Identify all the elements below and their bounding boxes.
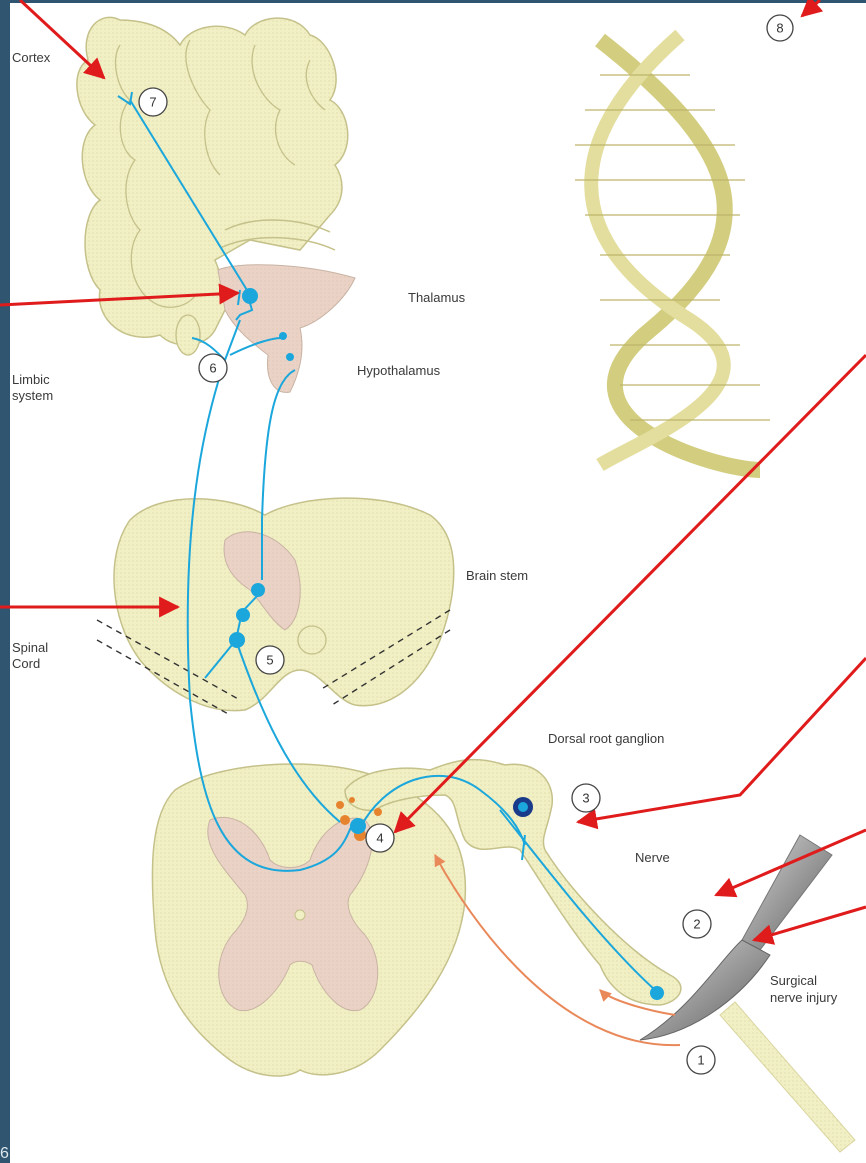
nerve-ending	[650, 986, 664, 1000]
spinal-cord	[152, 764, 465, 1076]
label-surgical-1: Surgical	[770, 973, 817, 988]
dna-helix-illustration	[575, 35, 770, 470]
svg-text:3: 3	[582, 791, 589, 806]
marker-5: 5	[256, 646, 284, 674]
svg-text:7: 7	[149, 95, 156, 110]
label-brain-stem: Brain stem	[466, 568, 528, 583]
label-spinal-1: Spinal	[12, 640, 48, 655]
svg-text:1: 1	[697, 1053, 704, 1068]
nerve-stump	[720, 1002, 855, 1152]
label-thalamus: Thalamus	[408, 290, 466, 305]
label-limbic-2: system	[12, 388, 53, 403]
svg-text:2: 2	[693, 917, 700, 932]
svg-text:6: 6	[209, 361, 216, 376]
marker-6: 6	[199, 354, 227, 382]
svg-text:8: 8	[776, 21, 783, 36]
slide-sidebar	[0, 0, 10, 1163]
slide-number: 6	[0, 1145, 9, 1162]
brainstem-neuron-1	[251, 583, 265, 597]
svg-text:4: 4	[376, 831, 383, 846]
slide-top-band	[0, 0, 866, 3]
label-spinal-2: Cord	[12, 656, 40, 671]
svg-text:5: 5	[266, 653, 273, 668]
label-nerve: Nerve	[635, 850, 670, 865]
limbic-structure	[176, 315, 200, 355]
marker-7: 7	[139, 88, 167, 116]
brainstem-neuron-3	[229, 632, 245, 648]
brainstem-neuron-2	[236, 608, 250, 622]
marker-3: 3	[572, 784, 600, 812]
marker-8: 8	[767, 15, 793, 41]
label-drg: Dorsal root ganglion	[548, 731, 664, 746]
label-cortex: Cortex	[12, 50, 51, 65]
marker-4: 4	[366, 824, 394, 852]
label-hypothalamus: Hypothalamus	[357, 363, 441, 378]
label-limbic-1: Limbic	[12, 372, 50, 387]
marker-2: 2	[683, 910, 711, 938]
thalamus-shape	[218, 265, 355, 393]
marker-1: 1	[687, 1046, 715, 1074]
dorsal-horn-neuron	[350, 818, 366, 834]
label-surgical-2: nerve injury	[770, 990, 838, 1005]
thalamic-neuron	[242, 288, 258, 304]
